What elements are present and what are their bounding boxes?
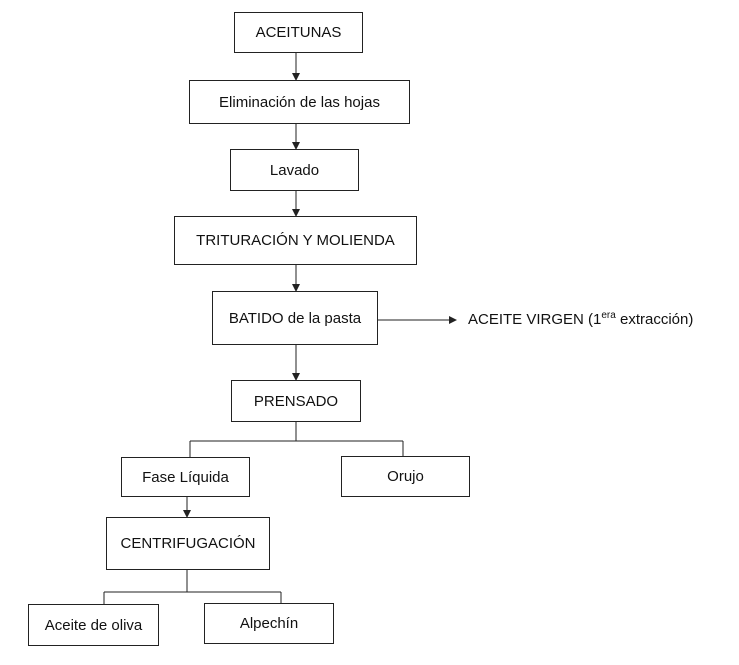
node-alpechin: Alpechín (204, 603, 334, 644)
node-centrifugacion: CENTRIFUGACIÓN (106, 517, 270, 570)
node-aceite-oliva: Aceite de oliva (28, 604, 159, 646)
node-eliminacion-hojas: Eliminación de las hojas (189, 80, 410, 124)
node-aceitunas: ACEITUNAS (234, 12, 363, 53)
node-batido-pasta: BATIDO de la pasta (212, 291, 378, 345)
node-lavado: Lavado (230, 149, 359, 191)
output-aceite-virgen-suffix: extracción) (615, 311, 694, 328)
output-aceite-virgen-prefix: ACEITE VIRGEN (1 (468, 311, 602, 328)
node-fase-liquida: Fase Líquida (121, 457, 250, 497)
node-orujo: Orujo (341, 456, 470, 497)
node-trituracion-molienda: TRITURACIÓN Y MOLIENDA (174, 216, 417, 265)
node-prensado: PRENSADO (231, 380, 361, 422)
output-aceite-virgen-superscript: era (601, 310, 616, 321)
output-aceite-virgen: ACEITE VIRGEN (1era extracción) (468, 310, 693, 328)
